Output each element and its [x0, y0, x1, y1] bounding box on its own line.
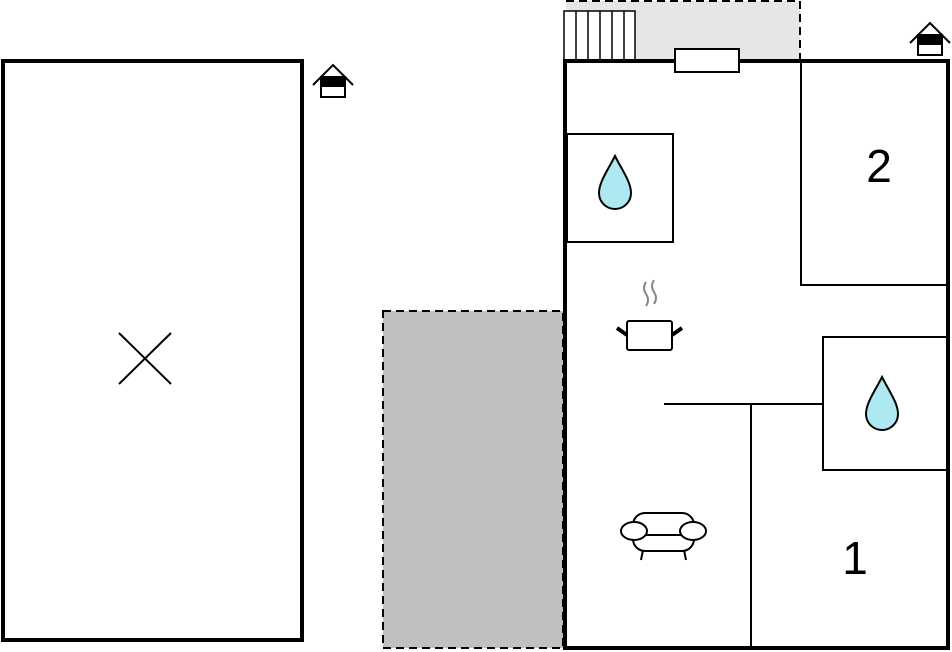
terrace [382, 310, 564, 649]
house-entrance-icon [312, 63, 354, 98]
water-drop-icon [864, 374, 900, 431]
sofa-icon [620, 512, 707, 561]
house-entrance-icon [909, 21, 951, 56]
outbuilding [1, 59, 304, 642]
cooking-pot-icon [615, 279, 684, 351]
window-icon [674, 48, 740, 73]
bedroom-1-label: 1 [842, 532, 868, 584]
water-drop-icon [597, 153, 633, 210]
bathroom-upper [566, 133, 674, 243]
stairs-icon [563, 10, 636, 62]
outbuilding-cross-icon [118, 332, 172, 385]
bedroom-2-label: 2 [866, 140, 892, 192]
bedroom-2-walls [800, 61, 948, 286]
main-house [563, 59, 950, 650]
